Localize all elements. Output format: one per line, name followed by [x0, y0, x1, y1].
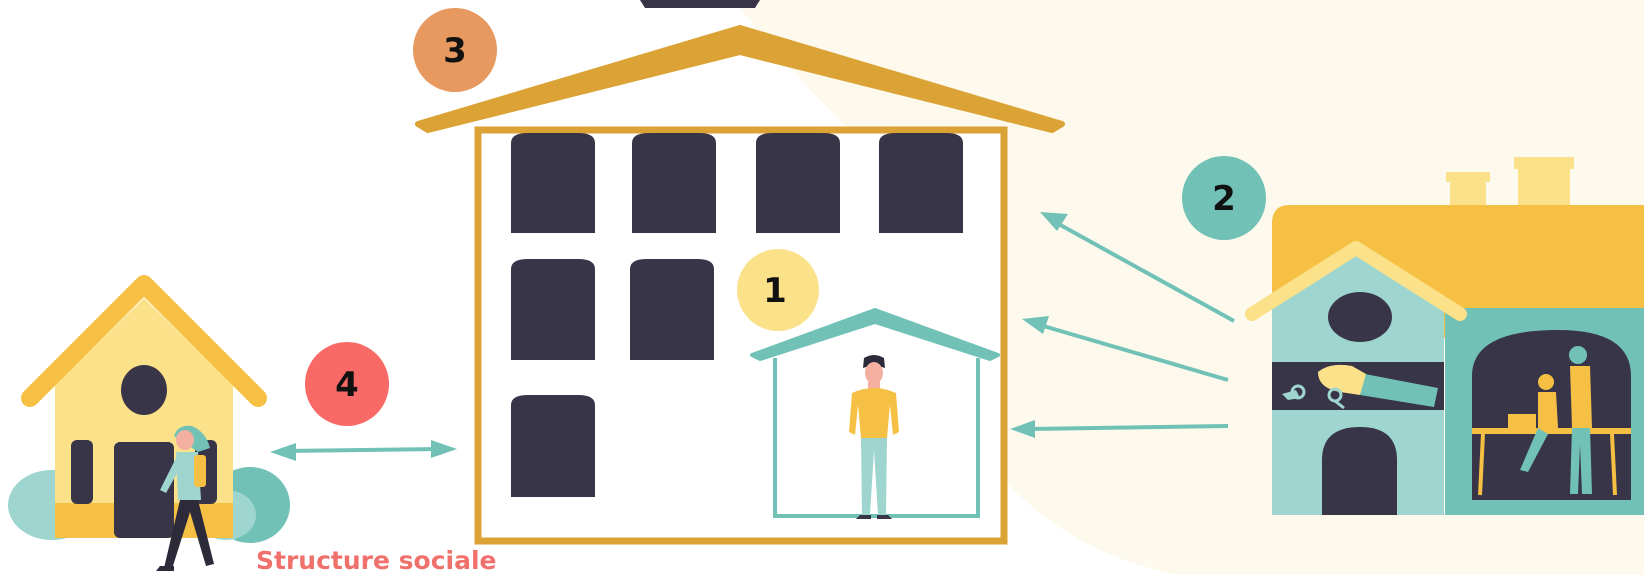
arrow-head — [270, 443, 296, 461]
people-at-desk-icon — [1472, 330, 1631, 500]
window — [630, 259, 714, 360]
agency-house-icon — [1252, 157, 1644, 515]
window — [756, 133, 840, 233]
window — [511, 133, 595, 233]
window — [879, 133, 963, 233]
chimney-cap — [1446, 172, 1490, 182]
badge-two: 2 — [1182, 156, 1266, 240]
window — [511, 395, 595, 497]
small-house-round-window — [121, 365, 167, 415]
agency-round-window — [1328, 292, 1392, 342]
agency-door — [1322, 427, 1397, 515]
window — [632, 133, 716, 233]
badge-three-label: 3 — [443, 31, 467, 71]
key-handover-icon — [1272, 362, 1444, 410]
badge-four-label: 4 — [335, 365, 359, 405]
structure-sociale-label: Structure sociale — [256, 546, 496, 575]
badge-three: 3 — [413, 8, 497, 92]
badge-two-label: 2 — [1212, 179, 1236, 219]
small-house-icon — [8, 284, 290, 543]
badge-one-label: 1 — [763, 271, 787, 311]
badge-four: 4 — [305, 342, 389, 426]
badge-one: 1 — [737, 249, 819, 331]
small-house-window — [71, 440, 93, 504]
arrow-head — [431, 440, 457, 458]
chimney-cap — [1514, 157, 1574, 169]
cropped-title-fragment — [640, 0, 760, 8]
window — [511, 259, 595, 360]
arrow-two-way — [285, 449, 442, 451]
